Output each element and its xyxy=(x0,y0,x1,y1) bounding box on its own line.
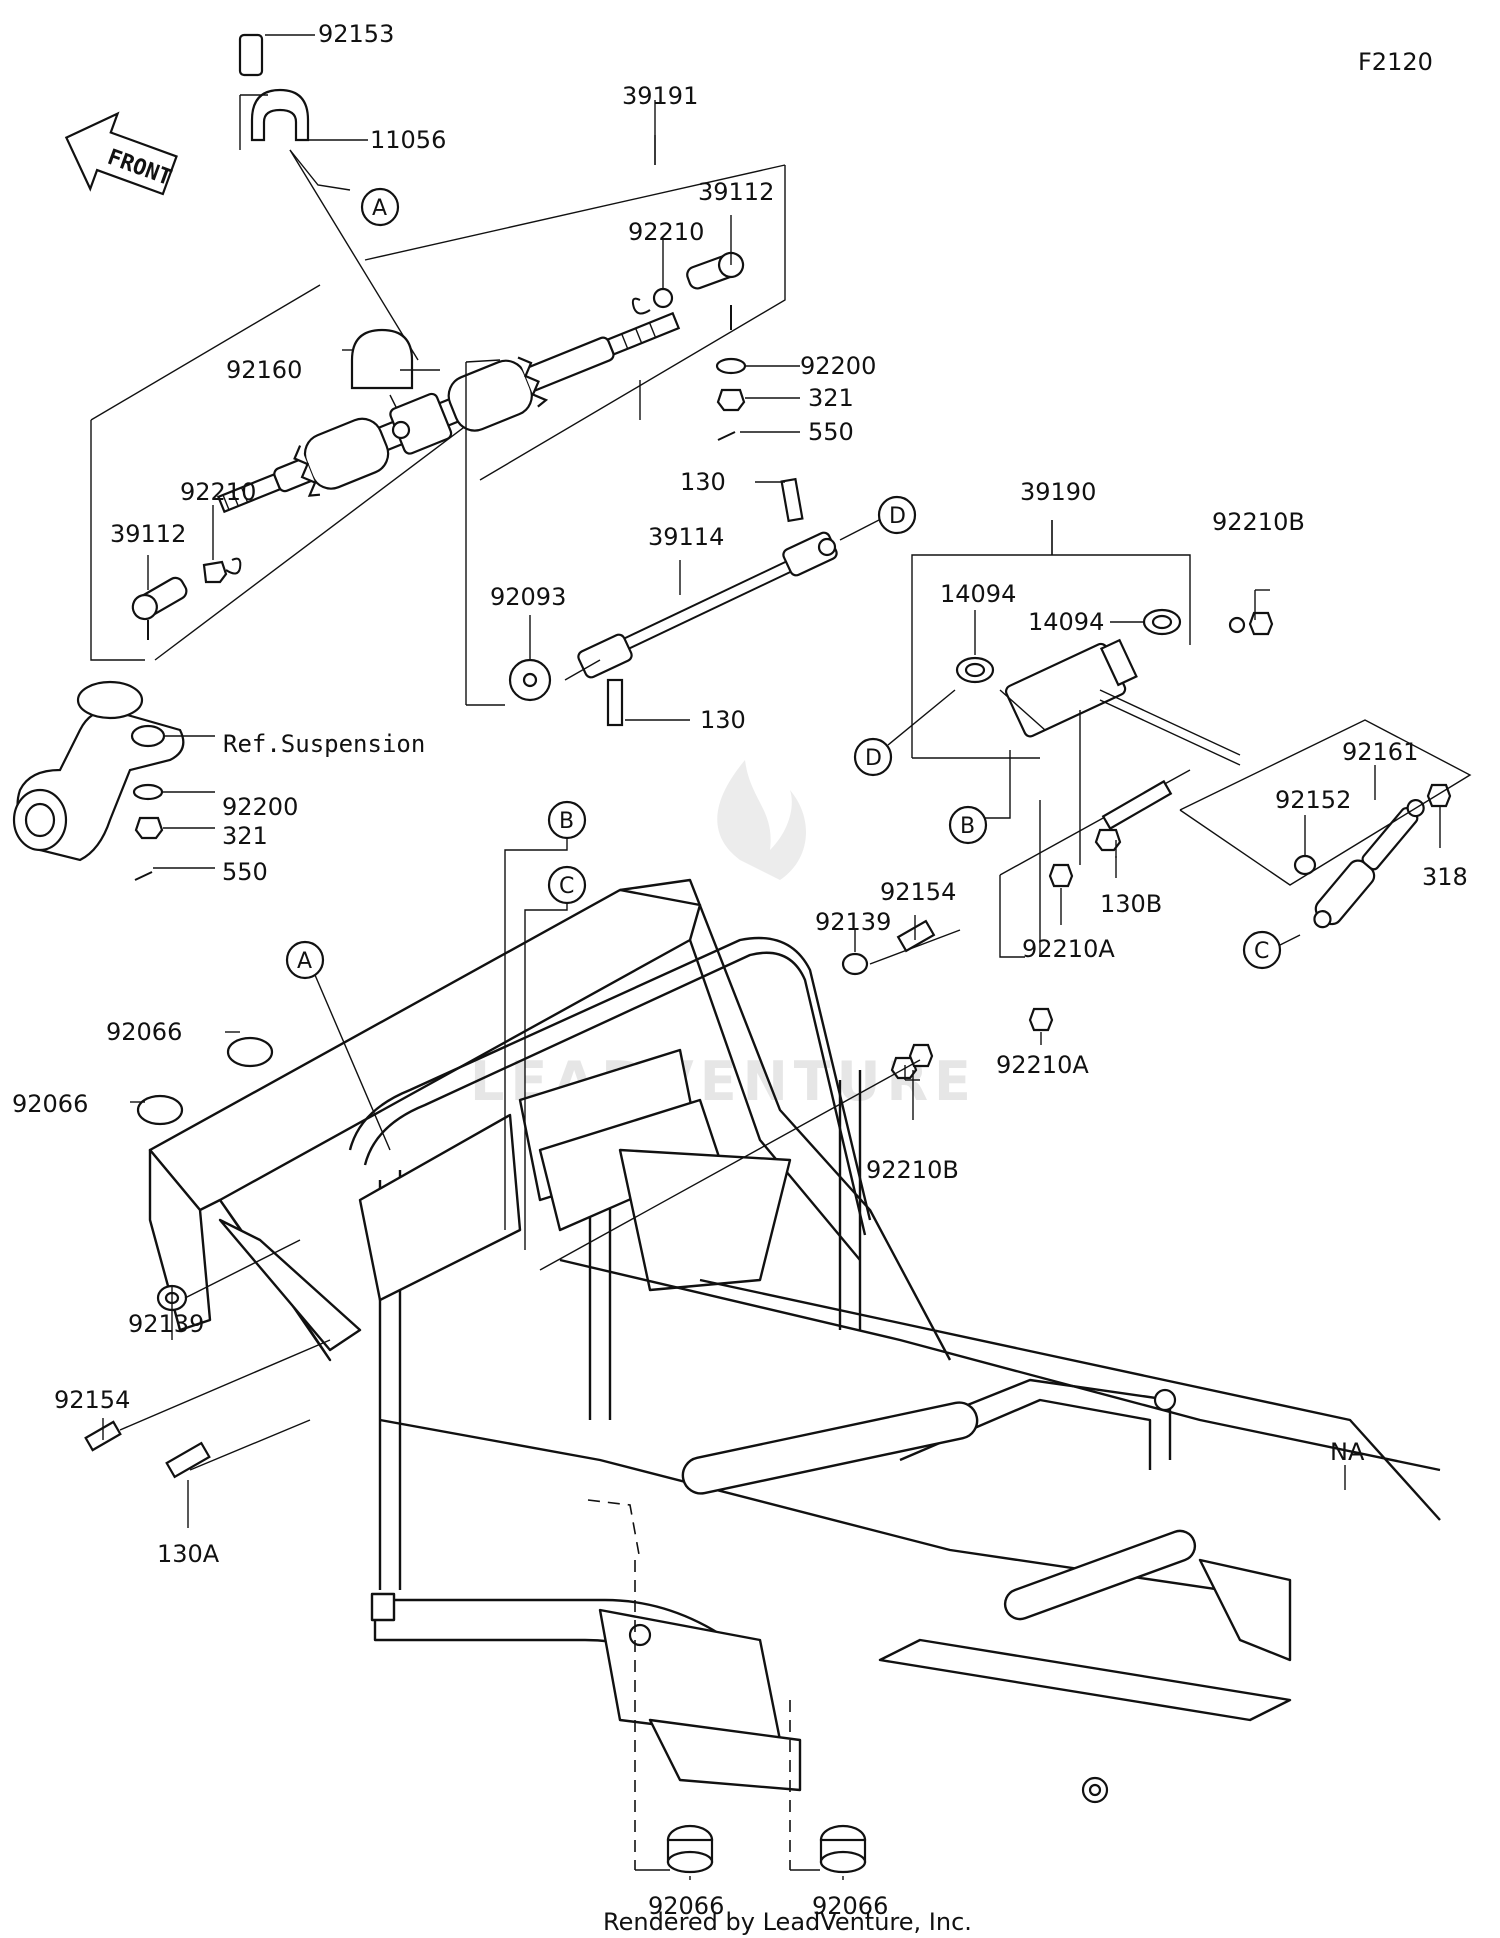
callout-c-shock: C xyxy=(1254,939,1269,964)
figure-code: F2120 xyxy=(1358,48,1433,76)
label-14094-left: 14094 xyxy=(940,580,1016,608)
label-92066-b: 92066 xyxy=(12,1090,88,1118)
leader-lines xyxy=(102,34,1441,1880)
label-550-bottom: 550 xyxy=(222,858,268,886)
label-92154-top: 92154 xyxy=(880,878,956,906)
steering-column xyxy=(911,520,1472,1032)
label-321-top: 321 xyxy=(808,384,854,412)
label-92210B-top: 92210B xyxy=(1212,508,1305,536)
label-92152: 92152 xyxy=(1275,786,1351,814)
callout-a-frame: A xyxy=(297,949,312,974)
label-92210A-upper: 92210A xyxy=(1022,935,1115,963)
label-39112-right: 39112 xyxy=(698,178,774,206)
label-318: 318 xyxy=(1422,863,1468,891)
label-39112-left: 39112 xyxy=(110,520,186,548)
label-130B: 130B xyxy=(1100,890,1162,918)
label-92160: 92160 xyxy=(226,356,302,384)
label-550-top: 550 xyxy=(808,418,854,446)
label-ref-suspension: Ref.Suspension xyxy=(223,730,425,758)
label-92210A-lower: 92210A xyxy=(996,1051,1089,1079)
callout-a-top: A xyxy=(372,196,387,221)
callout-c-frame: C xyxy=(559,874,574,899)
callout-b-frame: B xyxy=(559,809,574,834)
label-11056: 11056 xyxy=(370,126,446,154)
label-92200-bottom: 92200 xyxy=(222,793,298,821)
label-92154-left: 92154 xyxy=(54,1386,130,1414)
label-92210B-bottom: 92210B xyxy=(866,1156,959,1184)
callout-d-column: D xyxy=(865,746,882,771)
label-39114: 39114 xyxy=(648,523,724,551)
front-arrow-icon: FRONT xyxy=(64,111,178,196)
label-92093: 92093 xyxy=(490,583,566,611)
label-92200-top: 92200 xyxy=(800,352,876,380)
footer-credit: Rendered by LeadVenture, Inc. xyxy=(603,1908,972,1936)
label-14094-right: 14094 xyxy=(1028,608,1104,636)
label-92153: 92153 xyxy=(318,20,394,48)
steering-shaft xyxy=(465,359,838,727)
label-39191: 39191 xyxy=(622,82,698,110)
label-92066-d: 92066 xyxy=(812,1892,888,1920)
label-92210-left: 92210 xyxy=(180,478,256,506)
label-92066-c: 92066 xyxy=(648,1892,724,1920)
callout-b-column: B xyxy=(960,814,975,839)
label-92066-a: 92066 xyxy=(106,1018,182,1046)
label-321-bottom: 321 xyxy=(222,822,268,850)
part-labels: 92153 11056 39191 39112 92210 92200 321 … xyxy=(12,20,1468,1920)
label-92161: 92161 xyxy=(1342,738,1418,766)
label-130-bottom: 130 xyxy=(700,706,746,734)
label-130A: 130A xyxy=(157,1540,220,1568)
callout-markers: A A B B C C D D xyxy=(285,187,1301,1250)
callout-d-shaft: D xyxy=(889,504,906,529)
label-39190: 39190 xyxy=(1020,478,1096,506)
label-92210-top: 92210 xyxy=(628,218,704,246)
label-92139-top: 92139 xyxy=(815,908,891,936)
steering-gear-group xyxy=(90,33,786,661)
label-NA: NA xyxy=(1330,1438,1365,1466)
label-92139-left: 92139 xyxy=(128,1310,204,1338)
label-130-top: 130 xyxy=(680,468,726,496)
steering-knuckle xyxy=(12,680,215,881)
main-frame xyxy=(84,878,1441,1874)
